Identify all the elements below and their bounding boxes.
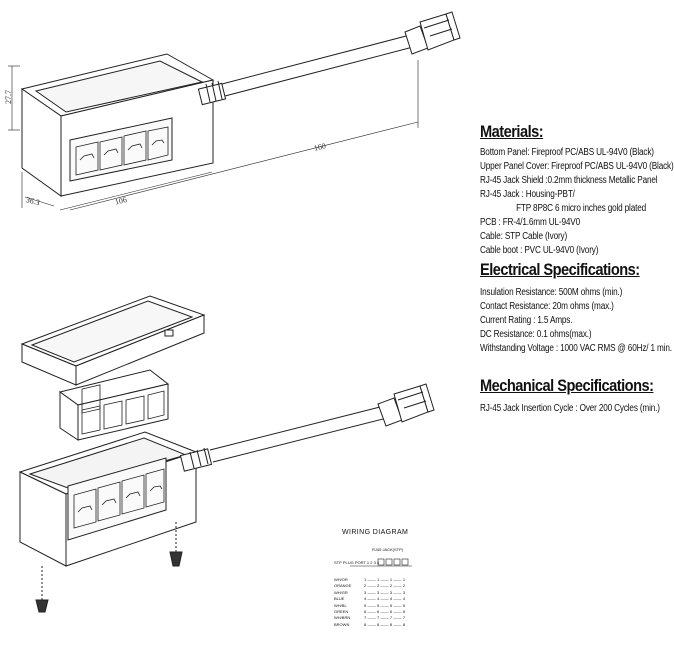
wire-pins: 7 —— 7 —— 7 —— 7 (364, 615, 406, 621)
electrical-line: Withstanding Voltage : 1000 VAC RMS @ 60… (480, 343, 672, 354)
assembled-unit-drawing (8, 11, 461, 211)
jack-module-drawing (58, 369, 170, 441)
wire-color: WH/OR (334, 577, 348, 582)
wiring-diagram-rows: WH/OR 1 —— 1 —— 1 —— 1 ORANGE 2 —— 2 —— 2 … (334, 577, 408, 628)
materials-line: FTP 8P8C 6 micro inches gold plated (516, 203, 647, 214)
wiring-row: BROWN 8 —— 8 —— 8 —— 8 (334, 622, 408, 628)
materials-line: Upper Panel Cover: Fireproof PC/ABS UL-9… (480, 161, 674, 172)
electrical-line: Contact Resistance: 20m ohms (max.) (480, 301, 614, 312)
dim-width: 106 (114, 195, 128, 207)
wiring-diagram-header: STP PLUG PORT 1 2 3 4 (334, 560, 380, 565)
materials-heading: Materials: (480, 122, 544, 141)
wire-pins: 1 —— 1 —— 1 —— 1 (364, 577, 406, 582)
materials-line: Bottom Panel: Fireproof PC/ABS UL-94V0 (… (480, 147, 654, 158)
wire-color: WH/BRN (334, 615, 351, 621)
wire-color: WH/BL (334, 602, 347, 608)
wiring-diagram: WIRING DIAGRAM RJ45 JACK(STP) STP PLUG P… (330, 525, 440, 657)
electrical-line: Insulation Resistance: 500M ohms (min.) (480, 287, 623, 298)
wire-color: GREEN (334, 609, 349, 615)
electrical-line: DC Resistance: 0.1 ohms(max.) (480, 329, 592, 340)
wire-pins: 3 —— 3 —— 3 —— 3 (364, 589, 406, 595)
base-housing-drawing (18, 383, 435, 613)
dim-length: 160 (313, 141, 327, 153)
dim-depth: 36.3 (25, 195, 41, 207)
materials-line: Cable boot : PVC UL-94V0 (Ivory) (480, 245, 599, 256)
top-cover-drawing (20, 295, 206, 386)
wire-pins: 4 —— 4 —— 4 —— 4 (364, 596, 406, 602)
materials-line: Cable: STP Cable (Ivory) (480, 231, 568, 242)
electrical-line: Current Rating : 1.5 Amps. (480, 315, 573, 326)
wiring-row: WH/OR 1 —— 1 —— 1 —— 1 (334, 577, 408, 583)
wire-pins: 2 —— 2 —— 2 —— 2 (364, 583, 406, 589)
wiring-diagram-subtitle: RJ45 JACK(STP) (372, 547, 404, 552)
wire-pins: 6 —— 6 —— 6 —— 6 (364, 609, 406, 615)
specifications-panel: Materials: Bottom Panel: Fireproof PC/AB… (480, 118, 674, 416)
wiring-row: WH/BL 5 —— 5 —— 5 —— 5 (334, 603, 408, 609)
mechanical-line: RJ-45 Jack Insertion Cycle : Over 200 Cy… (480, 403, 660, 414)
materials-line: RJ-45 Jack : Housing-PBT/ (480, 189, 575, 200)
wire-color: BLUE (334, 596, 345, 602)
wiring-row: GREEN 6 —— 6 —— 6 —— 6 (334, 609, 408, 615)
dim-height: 27.7 (4, 90, 13, 104)
screw-left-drawing (35, 566, 49, 613)
wire-pins: 5 —— 5 —— 5 —— 5 (364, 602, 406, 608)
wiring-row: BLUE 4 —— 4 —— 4 —— 4 (334, 596, 408, 602)
wiring-diagram-title: WIRING DIAGRAM (342, 529, 409, 536)
wire-color: WH/GR (334, 589, 348, 595)
wire-color: BROWN (334, 621, 350, 627)
screw-right-drawing (169, 522, 183, 567)
electrical-heading: Electrical Specifications: (480, 260, 640, 279)
materials-line: PCB : FR-4/1.6mm UL-94V0 (480, 217, 580, 228)
wire-color: ORANGE (334, 583, 352, 589)
wire-pins: 8 —— 8 —— 8 —— 8 (364, 621, 406, 627)
wiring-row: WH/BRN 7 —— 7 —— 7 —— 7 (334, 615, 408, 621)
mechanical-heading: Mechanical Specifications: (480, 376, 654, 395)
wiring-row: WH/GR 3 —— 3 —— 3 —— 3 (334, 590, 408, 596)
wiring-diagram-boxes (350, 558, 412, 567)
materials-line: RJ-45 Jack Shield :0.2mm thickness Metal… (480, 175, 658, 186)
wiring-row: ORANGE 2 —— 2 —— 2 —— 2 (334, 583, 408, 589)
